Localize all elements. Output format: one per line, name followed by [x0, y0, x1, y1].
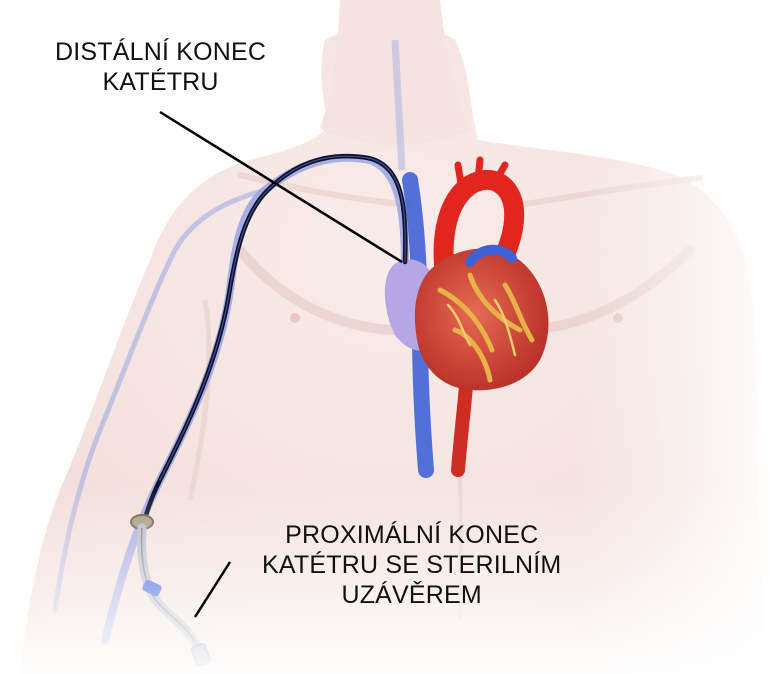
distal-end-label: DISTÁLNÍ KONEC KATÉTRU	[55, 37, 266, 97]
proximal-end-label-line-2: KATÉTRU SE STERILNÍM	[262, 550, 561, 580]
distal-end-label-line-2: KATÉTRU	[55, 67, 266, 97]
distal-end-label-line-1: DISTÁLNÍ KONEC	[55, 37, 266, 67]
proximal-end-label-line-3: UZÁVĚREM	[262, 580, 561, 610]
proximal-end-label-line-1: PROXIMÁLNÍ KONEC	[262, 520, 561, 550]
proximal-end-label: PROXIMÁLNÍ KONEC KATÉTRU SE STERILNÍM UZ…	[262, 520, 561, 610]
